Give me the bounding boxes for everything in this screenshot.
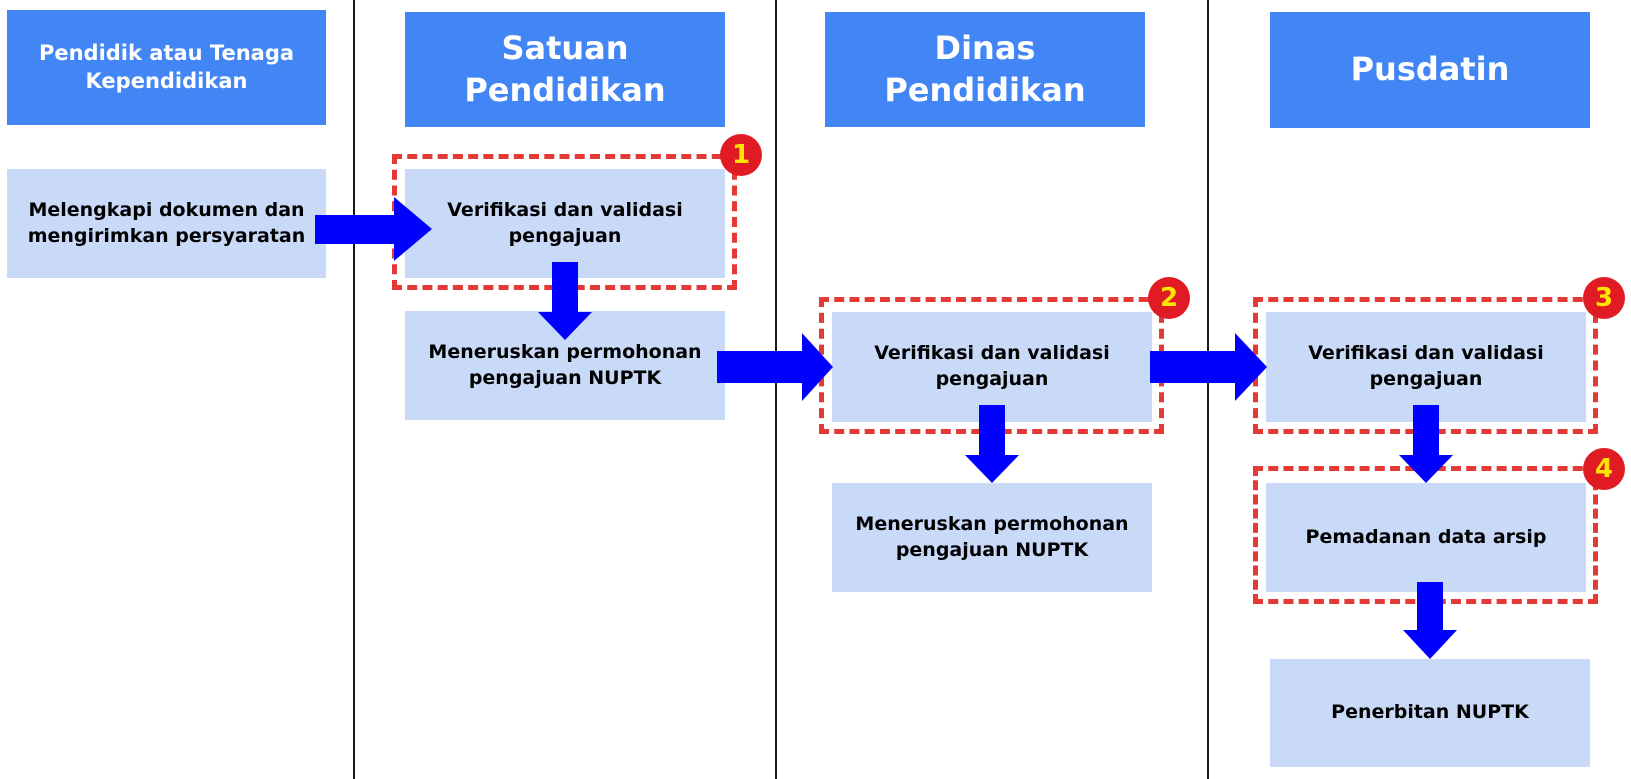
step-dinas-meneruskan: Meneruskan permohonan pengajuan NUPTK	[832, 483, 1152, 592]
step-number-badge-3: 3	[1583, 277, 1625, 319]
step-pusdatin-verifikasi: Verifikasi dan validasi pengajuan	[1266, 312, 1586, 422]
step-pusdatin-pemadanan: Pemadanan data arsip	[1266, 483, 1586, 592]
lane-header-satuan-pendidikan: Satuan Pendidikan	[405, 12, 725, 127]
step-satuan-meneruskan: Meneruskan permohonan pengajuan NUPTK	[405, 311, 725, 420]
arrow-right-3	[1150, 333, 1267, 401]
step-satuan-verifikasi: Verifikasi dan validasi pengajuan	[405, 169, 725, 278]
lane-header-pusdatin: Pusdatin	[1270, 12, 1590, 128]
arrow-down-1	[538, 262, 592, 340]
arrow-down-2	[965, 405, 1019, 483]
step-number-badge-2: 2	[1148, 277, 1190, 319]
lane-header-dinas-pendidikan: Dinas Pendidikan	[825, 12, 1145, 127]
step-pusdatin-penerbitan: Penerbitan NUPTK	[1270, 659, 1590, 767]
arrow-down-3	[1399, 405, 1453, 483]
step-melengkapi-dokumen: Melengkapi dokumen dan mengirimkan persy…	[7, 169, 326, 278]
lane-divider-3	[1207, 0, 1209, 779]
lane-header-pendidik: Pendidik atau Tenaga Kependidikan	[7, 10, 326, 125]
step-number-badge-4: 4	[1583, 448, 1625, 490]
arrow-right-2	[717, 333, 833, 401]
step-dinas-verifikasi: Verifikasi dan validasi pengajuan	[832, 312, 1152, 422]
arrow-right-1	[315, 197, 432, 261]
step-number-badge-1: 1	[720, 134, 762, 176]
lane-divider-2	[775, 0, 777, 779]
arrow-down-4	[1403, 582, 1457, 659]
lane-divider-1	[353, 0, 355, 779]
